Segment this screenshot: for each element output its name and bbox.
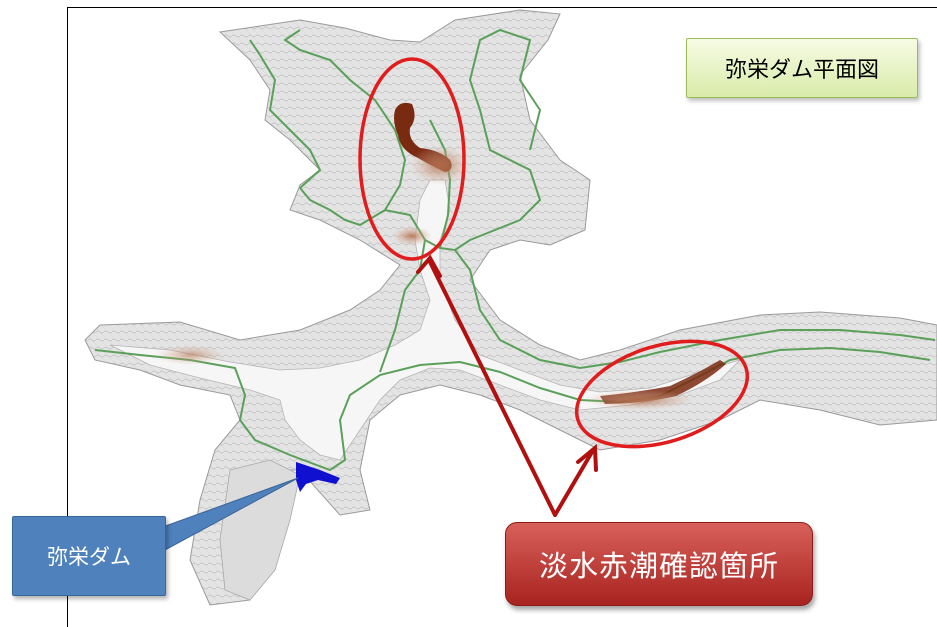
red-tide-circle-east	[574, 339, 750, 449]
map-title: 弥栄ダム平面図	[686, 38, 918, 98]
red-tide-arrows	[416, 254, 598, 517]
red-tide-tint	[155, 102, 726, 410]
dam-structure	[296, 462, 340, 492]
red-tide-callout-label: 淡水赤潮確認箇所	[505, 522, 813, 606]
dam-callout-label: 弥栄ダム	[12, 516, 166, 596]
map-frame	[67, 7, 937, 627]
red-tide-circle-north	[358, 57, 466, 261]
